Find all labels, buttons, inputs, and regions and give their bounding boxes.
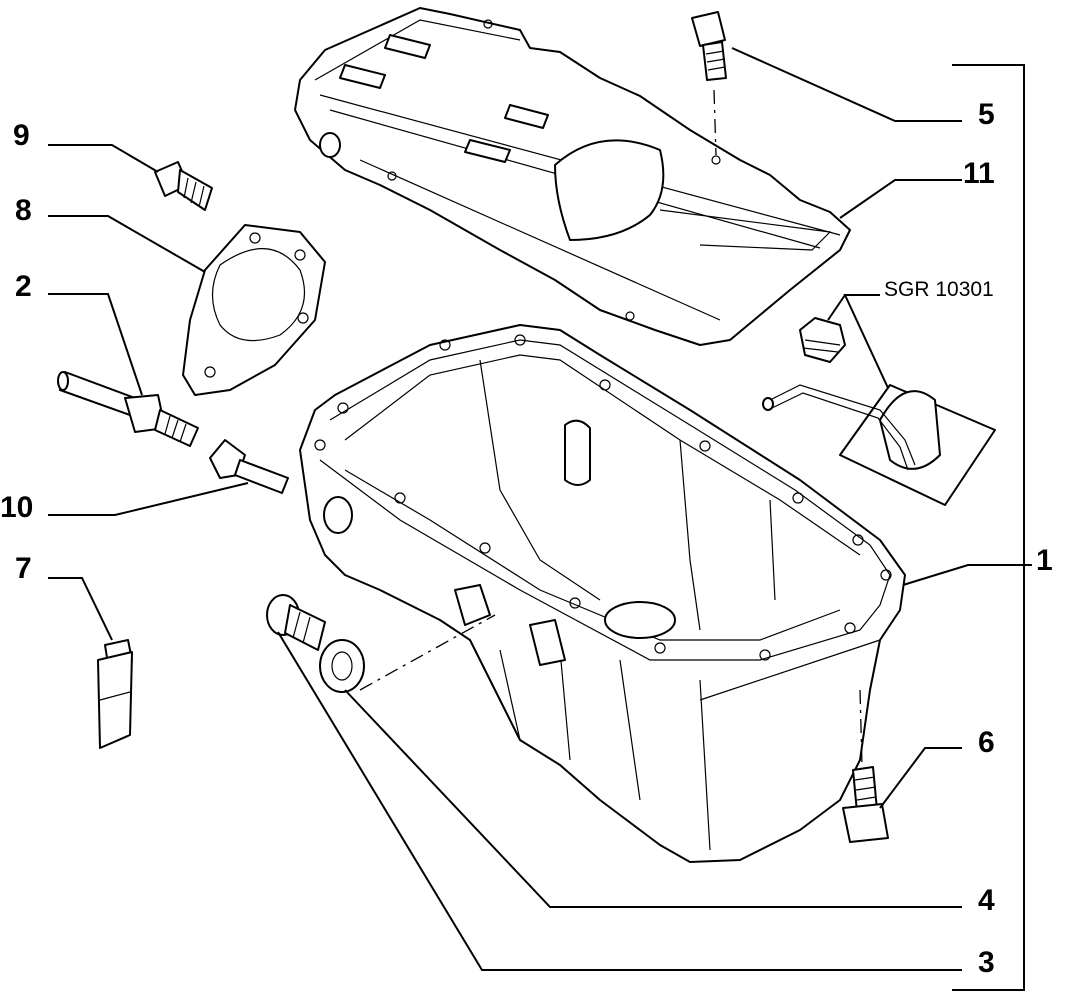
callout-5: 5 bbox=[978, 98, 995, 131]
leader-lines bbox=[48, 47, 1032, 971]
right-bracket bbox=[952, 64, 1025, 991]
callout-2: 2 bbox=[15, 270, 32, 303]
part-6-bolt bbox=[842, 766, 889, 843]
assembly-center-lines bbox=[359, 89, 863, 766]
part-3-drain-plug bbox=[266, 594, 326, 651]
callout-11: 11 bbox=[963, 157, 995, 190]
part-8-gasket-plate bbox=[182, 224, 326, 396]
callout-8: 8 bbox=[15, 194, 32, 227]
callout-4: 4 bbox=[978, 884, 995, 917]
oil-level-sensor-assembly bbox=[762, 317, 996, 506]
reference-code-label: SGR 10301 bbox=[884, 278, 994, 301]
callout-9: 9 bbox=[13, 119, 30, 152]
part-11-baffle-plate bbox=[294, 7, 851, 346]
part-5-bolt bbox=[691, 11, 727, 81]
callout-7: 7 bbox=[15, 552, 32, 585]
part-4-washer bbox=[319, 639, 365, 693]
part-1-oil-sump bbox=[299, 324, 906, 863]
callout-1: 1 bbox=[1036, 544, 1053, 577]
part-9-bolt bbox=[154, 161, 213, 211]
part-7-sealant-tube bbox=[97, 639, 133, 749]
callout-3: 3 bbox=[978, 946, 995, 979]
part-10-plug bbox=[209, 439, 289, 494]
callout-10: 10 bbox=[0, 491, 33, 524]
part-2-stud bbox=[57, 371, 199, 447]
callout-6: 6 bbox=[978, 726, 995, 759]
